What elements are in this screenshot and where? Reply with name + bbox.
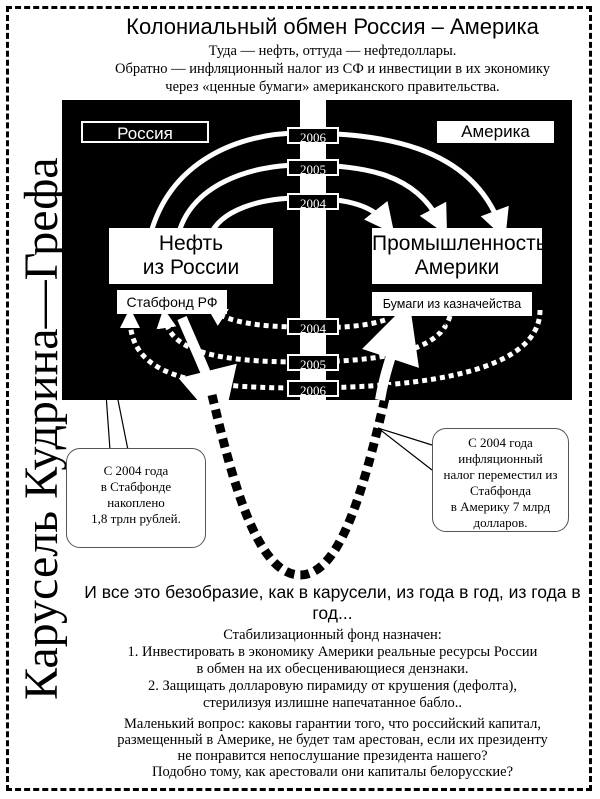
- page-border: [6, 6, 592, 791]
- page-title: Колониальный обмен Россия – Америка: [126, 14, 539, 39]
- note-line: Стабфонда: [470, 483, 531, 498]
- box-oil-from-russia: Нефть из России: [109, 228, 273, 284]
- note-line: налог переместил из: [443, 467, 558, 482]
- note-line: накоплено: [107, 495, 165, 510]
- note-line: инфляционный: [458, 451, 543, 466]
- purpose-line: стерилизуя излишне напечатанное бабло..: [202, 695, 462, 711]
- note-line: в Америку 7 млрд: [450, 499, 551, 514]
- note-right-callout: С 2004 года инфляционный налог перемести…: [432, 428, 569, 532]
- year-top-2004: 2004: [287, 193, 339, 211]
- label-america: Америка: [437, 121, 554, 143]
- purpose-section: Стабилизационный фонд назначен: 1. Инвес…: [70, 627, 595, 712]
- note-line: в Стабфонде: [100, 479, 172, 494]
- year-top-2006: 2006: [287, 127, 339, 145]
- note-left-callout: С 2004 года в Стабфонде накоплено 1,8 тр…: [66, 448, 206, 548]
- carousel-dashed-v: [207, 329, 405, 580]
- year-top-2005: 2005: [287, 159, 339, 177]
- purpose-line: в обмен на их обесценивающиеся дензнаки.: [196, 661, 469, 677]
- question-line: Подобно тому, как арестовали они капитал…: [152, 764, 513, 780]
- year-bottom-2005: 2005: [287, 354, 339, 372]
- box-industry-line: Промышленность: [372, 232, 547, 255]
- note-left-pointer: [99, 309, 129, 451]
- carousel-down-arrow: [177, 316, 237, 430]
- purpose-line: 2. Защищать долларовую пирамиду от круше…: [148, 678, 517, 694]
- carousel-caption: И все это безобразие, как в карусели, из…: [84, 582, 581, 623]
- subtitle-line: через «ценные бумаги» американского прав…: [165, 79, 500, 95]
- note-line: долларов.: [473, 515, 528, 530]
- note-right-pointer: [377, 427, 433, 471]
- label-stabfond: Стабфонд РФ: [117, 290, 227, 314]
- page-subtitle: Туда — нефть, оттуда — нефтедоллары. Обр…: [70, 42, 595, 96]
- question-line: Маленький вопрос: каковы гарантии того, …: [124, 716, 541, 732]
- box-oil-line: Нефть: [158, 232, 224, 255]
- note-line: С 2004 года: [103, 463, 169, 478]
- carousel-up-arrow: [362, 301, 419, 401]
- question-line: не понравится непослушание президента на…: [177, 748, 488, 764]
- question-line: размещенный в Америке, не будет там арес…: [117, 732, 548, 748]
- box-industry-america: Промышленность Америки: [372, 228, 547, 284]
- label-treasuries: Бумаги из казначейства США: [372, 292, 532, 335]
- center-pole: [300, 100, 326, 400]
- box-oil-line: из России: [142, 256, 240, 279]
- note-line: 1,8 трлн рублей.: [91, 511, 181, 526]
- purpose-heading: Стабилизационный фонд назначен:: [223, 627, 442, 643]
- subtitle-line: Туда — нефть, оттуда — нефтедоллары.: [208, 43, 457, 59]
- label-russia: Россия: [81, 121, 209, 143]
- year-bottom-2006: 2006: [287, 380, 339, 398]
- year-bottom-2004: 2004: [287, 318, 339, 336]
- box-industry-line: Америки: [414, 256, 500, 279]
- note-line: С 2004 года: [468, 435, 533, 450]
- question-section: Маленький вопрос: каковы гарантии того, …: [70, 716, 595, 780]
- purpose-line: 1. Инвестировать в экономику Америки реа…: [127, 644, 538, 660]
- subtitle-line: Обратно — инфляционный налог из СФ и инв…: [115, 61, 550, 77]
